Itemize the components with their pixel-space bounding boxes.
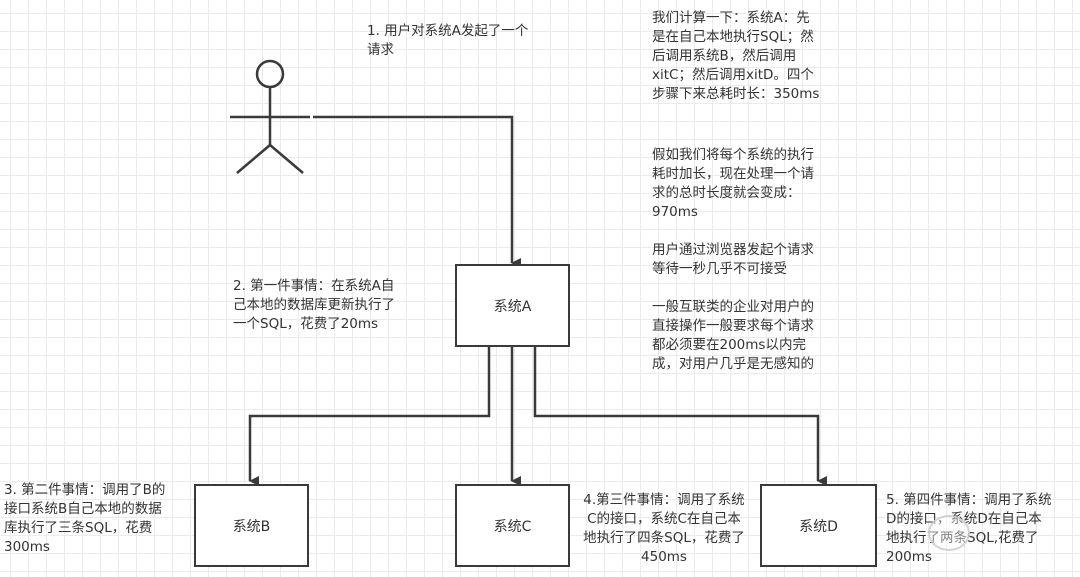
note-browser-wait: 用户通过浏览器发起个请求 等待一秒几乎不可接受 (652, 242, 814, 277)
note-calculation: 我们计算一下：系统A：先 是在自己本地执行SQL；然 后调用系统B，然后调用 x… (652, 10, 820, 102)
note-step4: 4.第三件事情：调用了系统 C的接口，系统C在自己本 地执行了四条SQL，花费了… (583, 492, 745, 565)
actor-left-leg (236, 144, 271, 174)
note-200ms-standard: 一般互联类的企业对用户的 直接操作一般要求每个请求 都必须要在200ms以内完 … (652, 299, 814, 372)
system-b-box[interactable]: 系统B (194, 484, 309, 567)
note-step3: 3. 第二件事情：调用了B的 接口系统B自己本地的数据 库执行了三条SQL，花费… (4, 482, 166, 555)
note-step2: 2. 第一件事情：在系统A自 己本地的数据库更新执行了 一个SQL，花费了20m… (233, 278, 395, 332)
arrow-system-a-to-b (248, 346, 491, 486)
system-c-box[interactable]: 系统C (455, 484, 570, 567)
arrow-system-a-to-d (533, 346, 827, 486)
actor-icon (230, 59, 310, 174)
system-d-label: 系统D (799, 518, 838, 535)
note-slower-systems: 假如我们将每个系统的执行 耗时加长，现在处理一个请 求的总时长度就会变成： 97… (652, 147, 814, 220)
system-b-label: 系统B (232, 518, 271, 535)
actor-right-leg (269, 144, 304, 174)
note-step5: 5. 第四件事情：调用了系统 D的接口，系统D在自己本 地执行了两条SQL,花费… (886, 492, 1052, 565)
system-a-box[interactable]: 系统A (455, 264, 570, 347)
arrow-user-to-system-a (313, 115, 521, 268)
system-a-label: 系统A (493, 298, 532, 315)
actor-head (255, 59, 285, 89)
system-c-label: 系统C (493, 518, 532, 535)
system-d-box[interactable]: 系统D (760, 484, 877, 567)
note-step1: 1. 用户对系统A发起了一个 请求 (367, 23, 529, 58)
